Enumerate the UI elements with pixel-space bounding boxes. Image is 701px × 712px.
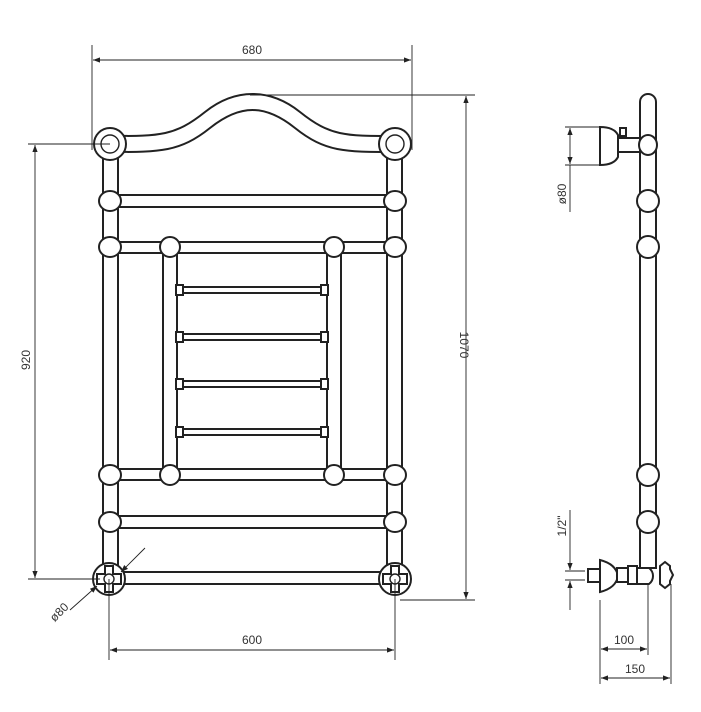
right-top-cap <box>378 127 412 161</box>
wall-bracket <box>599 125 658 167</box>
side-valve <box>587 558 675 594</box>
horizontal-bars <box>115 194 390 585</box>
dim-label-width-centers: 600 <box>242 633 262 647</box>
inner-right-tube <box>326 247 342 475</box>
dim-label-connection-size: 1/2" <box>555 516 569 537</box>
dimension-connection: 1/2" <box>555 510 585 610</box>
dimension-bracket-diameter: ø80 <box>555 126 600 212</box>
top-arch <box>111 93 394 154</box>
inner-left-tube <box>162 247 178 475</box>
dimension-920: 920 <box>19 143 110 580</box>
dim-label-depth-overall: 150 <box>625 662 645 676</box>
dimension-680: 680 <box>91 43 413 150</box>
dim-label-width-overall: 680 <box>242 43 262 57</box>
front-view: 680 1070 920 600 ø80 <box>19 43 475 660</box>
side-knobs <box>636 189 660 534</box>
dim-label-depth-center: 100 <box>614 633 634 647</box>
dim-label-height-overall: 1070 <box>457 332 471 359</box>
dimension-600: 600 <box>108 579 396 660</box>
dimension-100-150: 100 150 <box>599 584 672 684</box>
inner-rails <box>175 284 329 438</box>
joint-knobs <box>98 190 407 533</box>
dim-label-valve-diameter: ø80 <box>47 600 72 625</box>
dimension-1070: 1070 <box>250 94 475 601</box>
side-view: ø80 1/2" 100 150 <box>555 93 675 684</box>
dim-label-height-centers: 920 <box>19 350 33 370</box>
dim-label-bracket-diameter: ø80 <box>555 183 569 204</box>
side-tube <box>639 93 657 569</box>
